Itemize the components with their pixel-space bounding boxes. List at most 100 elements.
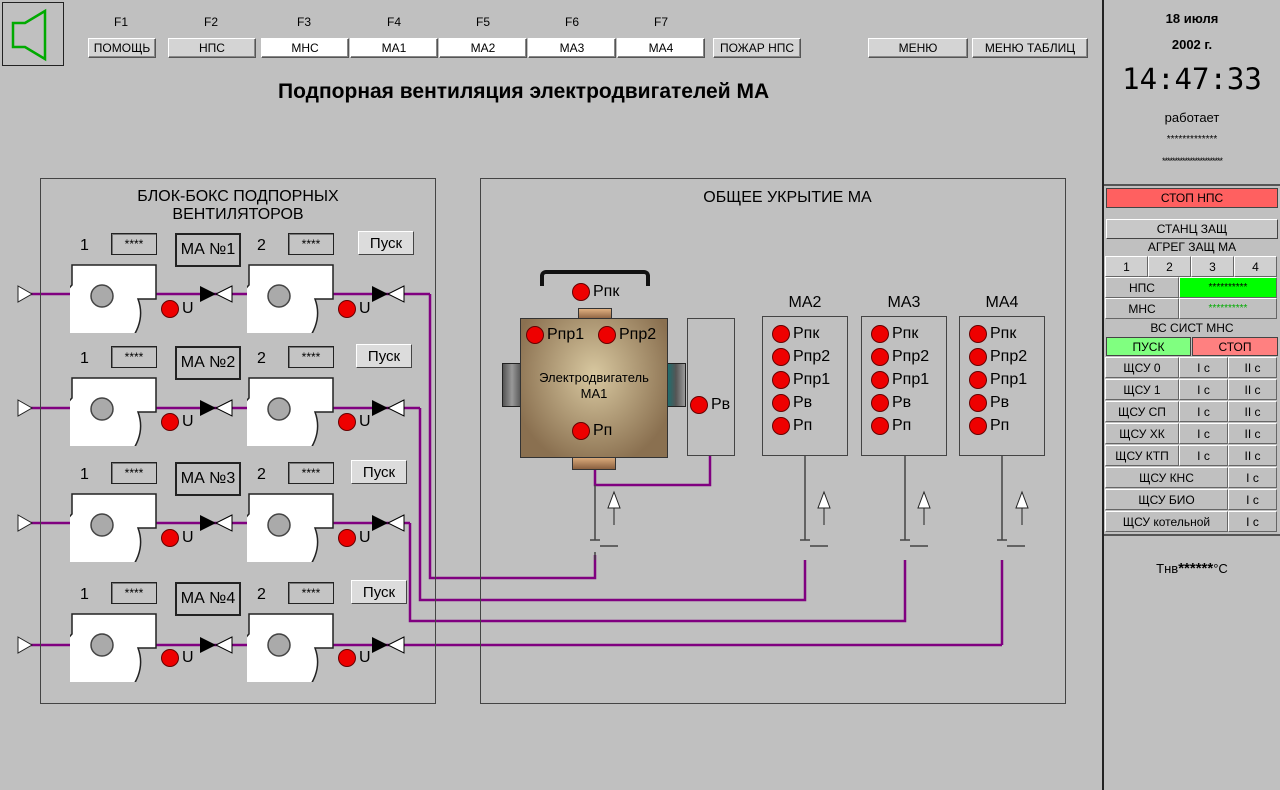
fkey-f7: F7 [653, 15, 668, 29]
vs-start-button[interactable]: ПУСК [1106, 337, 1191, 356]
unit-protection-2[interactable]: 2 [1148, 256, 1191, 277]
shsu-section-1[interactable]: I с [1228, 511, 1277, 532]
shsu-section-1[interactable]: I с [1179, 423, 1228, 444]
unit-2-sensor-0: Рпк [772, 325, 819, 343]
fire-button[interactable]: ПОЖАР НПС [713, 38, 801, 58]
motor-coupling-right [666, 363, 686, 407]
fan-3b-display: **** [288, 462, 334, 484]
row-4-n1: 1 [80, 586, 89, 603]
unit-4-sensor-4: Рп [969, 417, 1009, 435]
fan-1b-u-indicator: U [338, 300, 371, 318]
menu-button[interactable]: МЕНЮ [868, 38, 968, 58]
shsu-section-1[interactable]: I с [1179, 379, 1228, 400]
station-protection-button[interactable]: СТАНЦ ЗАЩ [1106, 219, 1278, 239]
unit-3-sensor-0: Рпк [871, 325, 918, 343]
fkey-f2: F2 [203, 15, 218, 29]
motor-sensor-rv: Рв [690, 396, 730, 414]
unit-2-sensor-2: Рпр1 [772, 371, 830, 389]
fan-2a-u-indicator: U [161, 413, 194, 431]
shsu-section-1[interactable]: I с [1179, 445, 1228, 466]
motor-rv-box [687, 318, 735, 456]
page-title: Подпорная вентиляция электродвигателей М… [278, 80, 770, 103]
fan-3a-display: **** [111, 462, 157, 484]
mns-status-row: МНС ********** [1105, 298, 1277, 319]
fan-1a-icon [70, 264, 157, 333]
blockbox-title-1: БЛОК-БОКС ПОДПОРНЫХ [137, 188, 339, 205]
ma3-button[interactable]: МА3 [528, 38, 616, 58]
fkey-f3: F3 [296, 15, 311, 29]
vs-sist-label: ВС СИСТ МНС [1150, 321, 1234, 335]
run-button-1[interactable]: Пуск [358, 231, 414, 255]
unit-2-sensor-3: Рв [772, 394, 812, 412]
shsu-section-1[interactable]: I с [1228, 467, 1277, 488]
date-line-2: 2002 г. [1171, 37, 1213, 52]
fkey-f1: F1 [113, 15, 128, 29]
clock-time: 14:47:33 [1122, 62, 1262, 96]
unit-protection-3[interactable]: 3 [1191, 256, 1234, 277]
unit-4-sensor-0: Рпк [969, 325, 1016, 343]
ma-1-label: МА №1 [175, 233, 241, 267]
fan-2b-u-indicator: U [338, 413, 371, 431]
shsu-section-2[interactable]: II с [1228, 357, 1277, 378]
shsu-name: ЩСУ 1 [1105, 379, 1179, 400]
speaker-button[interactable] [2, 2, 64, 66]
row-2-n2: 2 [257, 350, 266, 367]
shsu-section-2[interactable]: II с [1228, 445, 1277, 466]
unit-МА3-title: МА3 [887, 294, 921, 311]
unit-2-sensor-4: Рп [772, 417, 812, 435]
status-stars-b: ************************ [1161, 156, 1223, 166]
motor-coupling-left [502, 363, 522, 407]
menu-tables-button[interactable]: МЕНЮ ТАБЛИЦ [972, 38, 1088, 58]
shsu-name: ЩСУ КТП [1105, 445, 1179, 466]
motor-sensor-rpr1: Рпр1 [526, 326, 584, 344]
fan-4a-display: **** [111, 582, 157, 604]
fan-3b-u-indicator: U [338, 529, 371, 547]
mns-status-value: ********** [1179, 298, 1277, 319]
shsu-section-2[interactable]: II с [1228, 423, 1277, 444]
run-button-3[interactable]: Пуск [351, 460, 407, 484]
ma2-button[interactable]: МА2 [439, 38, 527, 58]
shsu-name: ЩСУ ХК [1105, 423, 1179, 444]
mns-button[interactable]: МНС [261, 38, 349, 58]
unit-protection-4[interactable]: 4 [1234, 256, 1277, 277]
shsu-row: ЩСУ БИО I с [1105, 489, 1277, 510]
shsu-name: ЩСУ котельной [1105, 511, 1228, 532]
vs-stop-button[interactable]: СТОП [1192, 337, 1278, 356]
shsu-section-1[interactable]: I с [1228, 489, 1277, 510]
fan-4b-display: **** [288, 582, 334, 604]
row-4-n2: 2 [257, 586, 266, 603]
fan-2a-display: **** [111, 346, 157, 368]
status-text: работает [1164, 110, 1220, 125]
run-button-4[interactable]: Пуск [351, 580, 407, 604]
nps-button[interactable]: НПС [168, 38, 256, 58]
ma1-button[interactable]: МА1 [350, 38, 438, 58]
shsu-section-2[interactable]: II с [1228, 401, 1277, 422]
motor-shaft-bottom [572, 456, 616, 470]
stop-nps-button[interactable]: СТОП НПС [1106, 188, 1278, 208]
unit-protection-1[interactable]: 1 [1105, 256, 1148, 277]
shsu-section-2[interactable]: II с [1228, 379, 1277, 400]
fkey-f4: F4 [386, 15, 401, 29]
shsu-row: ЩСУ СП I с II с [1105, 401, 1277, 422]
motor-sensor-rp: Рп [572, 422, 612, 440]
fkey-f5: F5 [475, 15, 490, 29]
run-button-2[interactable]: Пуск [356, 344, 412, 368]
fan-4a-icon [70, 613, 157, 682]
shsu-section-1[interactable]: I с [1179, 401, 1228, 422]
help-button[interactable]: ПОМОЩЬ [88, 38, 156, 58]
shsu-row: ЩСУ ХК I с II с [1105, 423, 1277, 444]
ma-3-label: МА №3 [175, 462, 241, 496]
nps-status-row: НПС ********** [1105, 277, 1277, 298]
unit-3-sensor-4: Рп [871, 417, 911, 435]
row-1-n2: 2 [257, 237, 266, 254]
tnv-label: Тнв [1156, 561, 1179, 576]
fan-1a-u-indicator: U [161, 300, 194, 318]
shsu-section-1[interactable]: I с [1179, 357, 1228, 378]
shsu-row: ЩСУ КТП I с II с [1105, 445, 1277, 466]
speaker-icon [11, 8, 47, 62]
ma4-button[interactable]: МА4 [617, 38, 705, 58]
fan-2a-icon [70, 377, 157, 446]
fan-4b-u-indicator: U [338, 649, 371, 667]
ma-4-label: МА №4 [175, 582, 241, 616]
right-panel-divider [1102, 0, 1104, 790]
